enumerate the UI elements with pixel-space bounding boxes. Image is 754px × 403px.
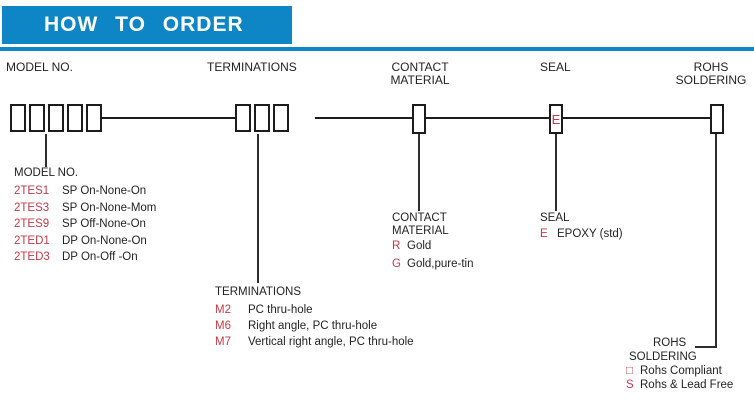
termination-option-code: M6: [215, 320, 231, 332]
contact-option-desc: Gold: [407, 240, 432, 252]
termination-option-code: M7: [215, 336, 231, 348]
section-banner: HOW TO ORDER: [2, 6, 292, 44]
column-header-rohs-line1: ROHS: [693, 60, 729, 74]
model-option-code: 2TES3: [14, 201, 50, 214]
model-section-title: MODEL NO.: [14, 167, 79, 179]
model-digit-box: [86, 104, 102, 132]
model-option-row: 2TES9 SP Off-None-On: [14, 216, 156, 233]
connector-line-seal-rohs: [563, 117, 710, 119]
rohs-option-row: S Rohs & Lead Free: [626, 378, 733, 392]
contact-option-row: G Gold,pure-tin: [392, 256, 473, 274]
rohs-option-row: □ Rohs Compliant: [626, 364, 733, 378]
seal-section-title: SEAL: [540, 212, 570, 224]
column-header-model: MODEL NO.: [6, 60, 73, 74]
rohs-code-box: [710, 104, 724, 134]
rohs-option-desc: Rohs & Lead Free: [640, 379, 734, 391]
column-header-contact-line2: MATERIAL: [390, 73, 450, 87]
drop-line-contact: [418, 134, 420, 211]
connector-line-term-contact: [315, 117, 412, 119]
seal-option-code: E: [540, 228, 548, 240]
termination-option-row: M6 Right angle, PC thru-hole: [215, 318, 414, 334]
contact-section-title-line1: CONTACT: [392, 212, 447, 224]
model-option-desc: SP Off-None-On: [62, 218, 146, 230]
seal-code-box: E: [549, 104, 563, 134]
rohs-option-blank-square-icon: □: [626, 365, 633, 377]
model-digit-box: [29, 104, 45, 132]
model-option-code: 2TES1: [14, 185, 50, 197]
model-option-row: 2TED3 DP On-Off -On: [14, 249, 156, 266]
rohs-option-desc: Rohs Compliant: [640, 365, 722, 377]
column-header-seal: SEAL: [540, 60, 571, 74]
rohs-section-title-line2: SOLDERING: [629, 350, 697, 363]
model-option-desc: SP On-None-On: [62, 185, 147, 197]
drop-line-terminations: [257, 134, 259, 283]
termination-digit-box: [273, 104, 289, 132]
rohs-options-section: ROHS SOLDERING □ Rohs Compliant S Rohs &…: [626, 337, 733, 392]
model-option-row: 2TES3 SP On-None-Mom: [14, 200, 156, 217]
seal-code-letter: E: [551, 111, 561, 127]
contact-option-code: R: [392, 240, 401, 252]
termination-option-code: M2: [215, 304, 231, 316]
model-digit-box: [67, 104, 83, 132]
column-header-contact-line1: CONTACT: [391, 60, 449, 74]
model-digit-box: [10, 104, 26, 132]
header-rule: [0, 47, 754, 51]
rohs-option-code: S: [626, 379, 634, 391]
termination-option-row: M7 Vertical right angle, PC thru-hole: [215, 334, 414, 350]
termination-digit-box: [235, 104, 251, 132]
connector-line-contact-seal: [426, 117, 549, 119]
contact-option-desc: Gold,pure-tin: [407, 257, 474, 270]
termination-option-desc: Right angle, PC thru-hole: [248, 320, 378, 332]
seal-option-row: E EPOXY (std): [540, 227, 623, 242]
column-header-rohs: ROHS SOLDERING: [674, 61, 748, 87]
contact-section-title-line2: MATERIAL: [392, 225, 449, 237]
drop-line-rohs-stub: [695, 346, 717, 348]
model-options-section: MODEL NO. 2TES1 SP On-None-On 2TES3 SP O…: [14, 166, 156, 266]
column-header-terminations: TERMINATIONS: [207, 60, 297, 74]
termination-digit-box: [254, 104, 270, 132]
model-option-code: 2TED3: [14, 251, 50, 263]
model-code-boxes: [10, 104, 102, 132]
seal-option-desc: EPOXY (std): [557, 228, 623, 240]
drop-line-seal: [555, 134, 557, 211]
terminations-options-section: TERMINATIONS M2 PC thru-hole M6 Right an…: [215, 285, 414, 350]
model-option-code: 2TED1: [14, 234, 50, 247]
contact-code-box: [412, 104, 426, 134]
model-option-desc: SP On-None-Mom: [62, 201, 157, 214]
model-digit-box: [48, 104, 64, 132]
terminations-section-title: TERMINATIONS: [215, 286, 302, 298]
termination-code-boxes: [235, 104, 289, 132]
drop-line-rohs: [715, 134, 717, 348]
termination-option-row: M2 PC thru-hole: [215, 302, 414, 318]
connector-line-model-term: [102, 117, 235, 119]
model-option-code: 2TES9: [14, 218, 50, 230]
termination-option-desc: PC thru-hole: [248, 304, 313, 316]
contact-option-row: R Gold: [392, 238, 473, 256]
column-header-contact: CONTACT MATERIAL: [384, 61, 456, 87]
contact-material-options-section: CONTACT MATERIAL R Gold G Gold,pure-tin: [392, 212, 473, 273]
model-option-desc: DP On-Off -On: [62, 251, 138, 263]
model-option-row: 2TES1 SP On-None-On: [14, 183, 156, 200]
contact-option-code: G: [392, 257, 401, 270]
seal-options-section: SEAL E EPOXY (std): [540, 212, 623, 242]
model-option-row: 2TED1 DP On-None-On: [14, 233, 156, 250]
column-header-rohs-line2: SOLDERING: [675, 73, 747, 87]
drop-line-model: [45, 134, 47, 167]
page-title: HOW TO ORDER: [44, 13, 244, 36]
termination-option-desc: Vertical right angle, PC thru-hole: [248, 336, 414, 348]
model-option-desc: DP On-None-On: [62, 234, 147, 247]
rohs-section-title-line1: ROHS: [653, 337, 687, 349]
